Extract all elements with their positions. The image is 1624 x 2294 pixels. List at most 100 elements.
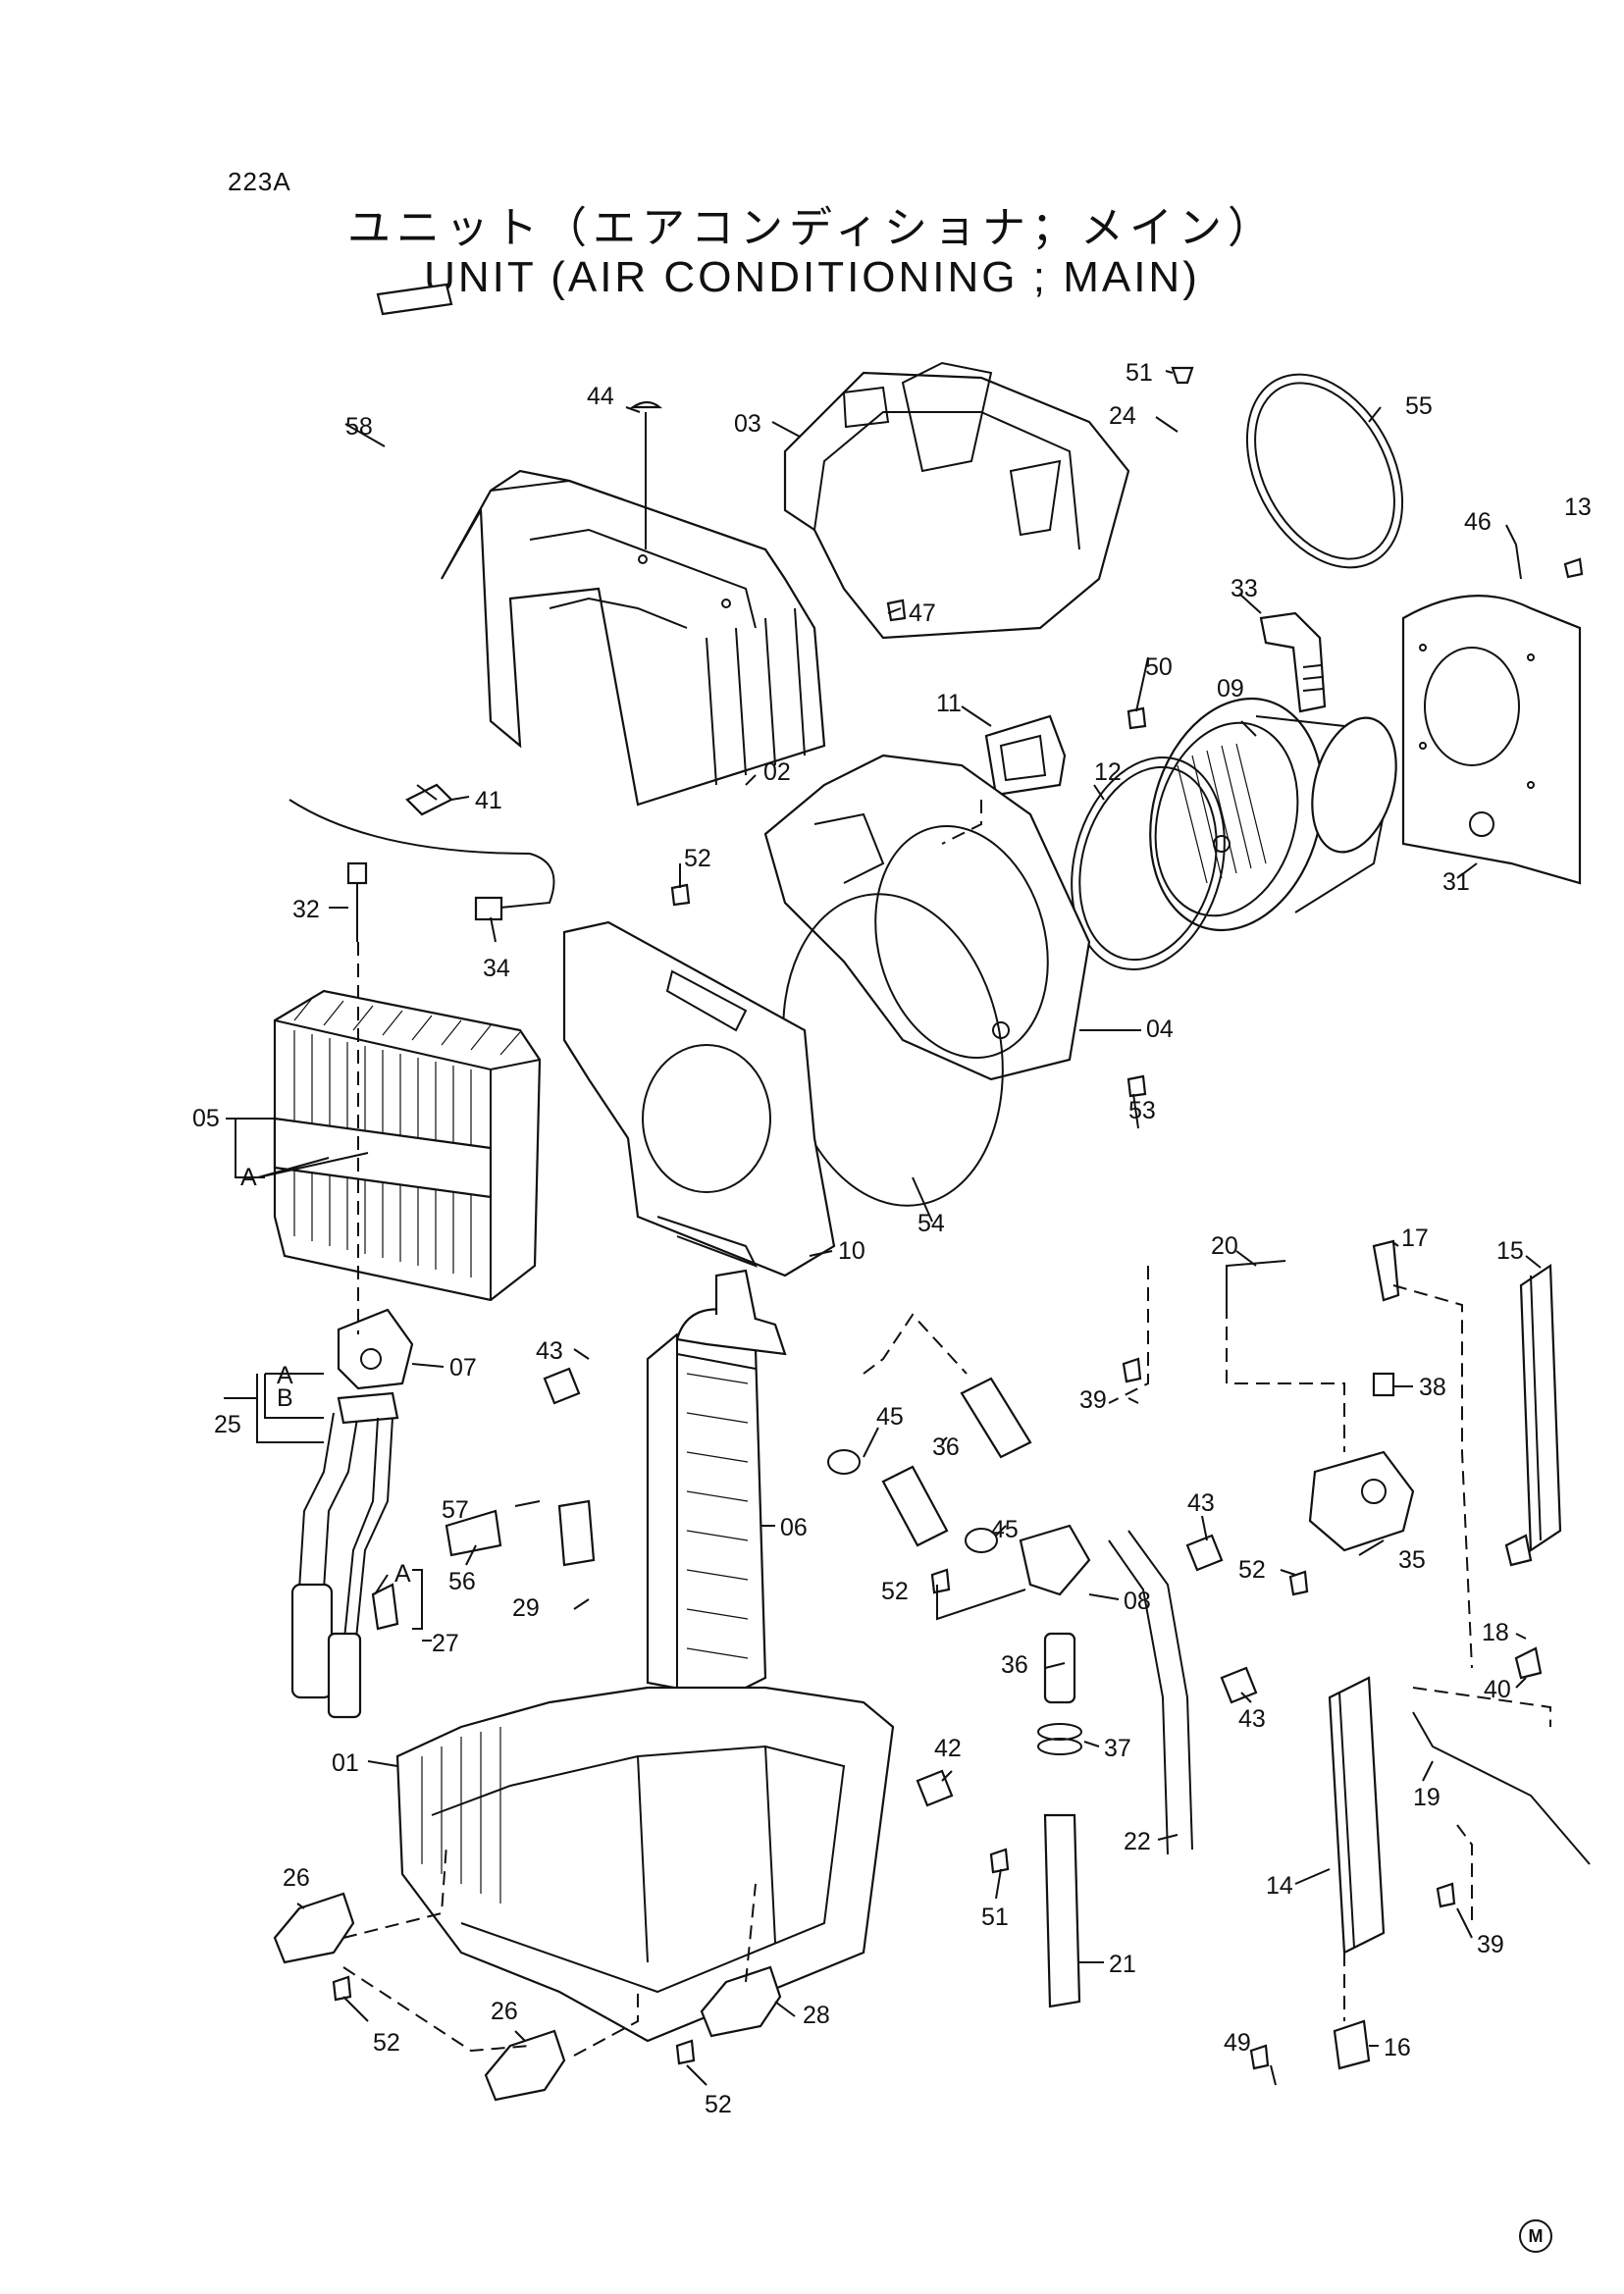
callout-35: 35 [1398,1546,1426,1574]
part-38-bushing [1372,1372,1395,1397]
callout-49: 49 [1224,2029,1251,2057]
callout-47: 47 [909,600,936,627]
callout-52: 52 [684,845,711,872]
part-28-bracket [700,1965,782,2038]
part-36-hose [1043,1632,1076,1704]
title-english: UNIT (AIR CONDITIONING ; MAIN) [424,253,1200,301]
part-27-valve [371,1583,399,1631]
part-01-lower-case [395,1686,895,2043]
callout-19: 19 [1413,1784,1441,1811]
part-45-clamps [827,1449,998,1553]
callout-36-lower: 36 [1001,1651,1028,1679]
part-12-fan-ring [1071,756,1226,971]
callout-25: 25 [214,1411,241,1438]
part-31-side-plate [1401,595,1582,885]
callout-26-mid: 26 [491,1998,518,2025]
callout-11: 11 [936,690,962,717]
part-02-upper-cover [441,469,826,807]
callout-45-lower: 45 [991,1516,1019,1543]
callout-09: 09 [1217,675,1244,703]
part-17-bracket [1372,1239,1400,1302]
callout-46: 46 [1464,508,1492,536]
part-36-hose-upper [881,1377,1032,1547]
callout-15: 15 [1496,1237,1524,1265]
callout-52-right: 52 [1238,1556,1266,1584]
callout-a-pipe: A [394,1560,411,1588]
part-21-hose [1043,1813,1081,2008]
callout-42: 42 [934,1735,962,1762]
callout-29: 29 [512,1594,540,1622]
part-14-filter-panel [1328,1676,1386,1955]
callout-39-lower: 39 [1477,1931,1504,1958]
callout-32: 32 [292,896,320,923]
callout-33: 33 [1231,575,1258,602]
part-07-expansion-valve [337,1308,414,1390]
part-25-pipe-assembly [290,1391,399,1719]
callout-37: 37 [1104,1735,1131,1762]
part-08-valve [1019,1524,1091,1596]
part-26-bracket-left [273,1892,355,1964]
callout-58: 58 [345,413,373,441]
callout-02: 02 [763,758,791,786]
callout-40: 40 [1484,1676,1511,1703]
callout-05: 05 [192,1105,220,1132]
callout-44: 44 [587,383,614,410]
part-33-elbow-hose [1259,611,1327,713]
callout-38: 38 [1419,1374,1446,1401]
part-10-plate [562,920,836,1277]
callout-03: 03 [734,410,761,438]
part-04-fan-housing [763,754,1091,1081]
part-55-ring-seal [1245,373,1404,569]
callout-41: 41 [475,787,502,814]
callout-20: 20 [1211,1232,1238,1260]
callout-45-upper: 45 [876,1403,904,1431]
part-37-clamp [1037,1723,1082,1755]
callout-07: 07 [449,1354,477,1382]
part-05-evaporator [273,989,542,1302]
callout-a-evaporator: A [240,1164,257,1191]
callout-36-upper: 36 [932,1434,960,1461]
registered-mark: M [1519,2219,1552,2253]
callout-13: 13 [1564,494,1592,521]
callout-52-mid: 52 [881,1578,909,1605]
callout-31: 31 [1442,868,1470,896]
callout-01: 01 [332,1749,359,1777]
part-11-resistor [984,714,1067,797]
callout-55: 55 [1405,392,1433,420]
callout-26-left: 26 [283,1864,310,1892]
callout-27: 27 [432,1630,459,1657]
callout-a-valve: A [277,1362,293,1389]
callout-16: 16 [1384,2034,1411,2061]
small-fasteners [332,283,1584,2070]
part-41-clip [405,783,453,816]
title-japanese: ユニット（エアコンディショナ；メイン） [347,203,1277,253]
callout-22: 22 [1124,1828,1151,1855]
callout-14: 14 [1266,1872,1293,1900]
part-03-top-housing [783,361,1130,640]
callout-51-lower: 51 [981,1903,1009,1931]
callout-54: 54 [917,1210,945,1237]
callout-43-mid: 43 [1187,1489,1215,1517]
part-19-rod [1412,1711,1591,1865]
leader-lines [224,370,1551,2086]
callout-28: 28 [803,2002,830,2029]
part-15-filter-panel [1519,1263,1562,1553]
callout-50: 50 [1145,653,1173,681]
page-code: 223A [228,167,291,196]
callout-b-valve: B [277,1384,293,1412]
callout-06: 06 [780,1514,808,1541]
callout-04: 04 [1146,1016,1174,1043]
part-06-heater-core [646,1269,787,1699]
part-34-sensor [288,799,555,921]
callout-52-lower-left: 52 [373,2029,400,2057]
callout-57: 57 [442,1496,469,1524]
callout-labels: 58 44 03 51 24 55 46 13 33 47 50 09 11 4… [192,359,1592,2118]
callout-51: 51 [1126,359,1153,387]
callout-24: 24 [1109,402,1136,430]
callout-43-upper: 43 [536,1337,563,1365]
part-20-rod [1226,1260,1286,1305]
callout-17: 17 [1401,1225,1429,1252]
part-35-actuator [1308,1450,1415,1552]
part-16-bracket [1333,2019,1371,2070]
